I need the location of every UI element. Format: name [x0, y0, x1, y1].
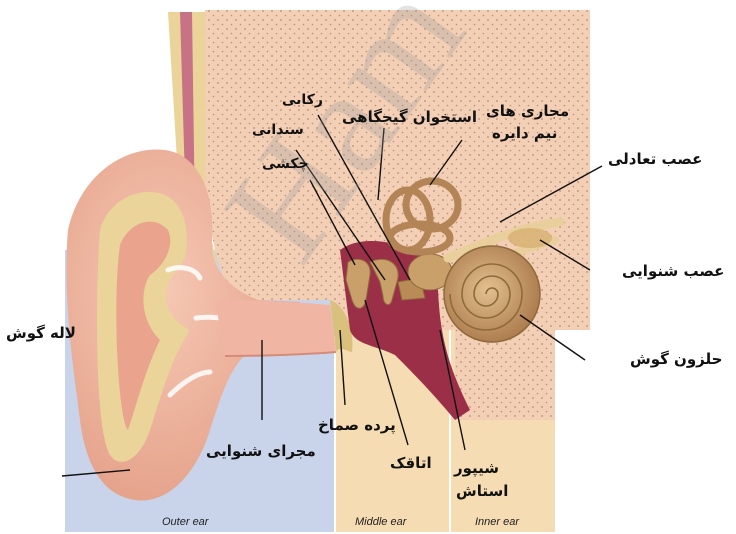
pinna-label: لاله گوش — [6, 324, 76, 342]
cochlea — [444, 246, 540, 342]
anvil-label: سندانی — [252, 122, 304, 138]
eardrum-label: پرده صماخ — [318, 416, 396, 435]
eustachian-label-line2: استاش — [456, 482, 508, 500]
ear-canal-label: مجرای شنوایی — [206, 442, 316, 460]
inner-ear-caption: Inner ear — [475, 516, 520, 528]
cochlea-label: حلزون گوش — [630, 350, 722, 368]
semicircular-label-line2: نیم دایره — [492, 124, 557, 142]
temporal-bone-label: استخوان گیجگاهی — [342, 108, 477, 126]
chamber-label: اتاقک — [390, 454, 432, 472]
hammer-label: چکشی — [262, 156, 309, 172]
outer-ear-caption: Outer ear — [162, 516, 210, 528]
middle-ear-caption: Middle ear — [355, 516, 408, 528]
semicircular-label-line1: مجاری های — [486, 102, 569, 120]
ear-canal — [215, 300, 336, 356]
auditory-nerve-label: عصب شنوایی — [622, 262, 724, 280]
eustachian-label-line1: شیپور — [453, 459, 499, 478]
stirrup-label: رکابی — [282, 92, 323, 108]
vestibular-nerve-label: عصب تعادلی — [608, 150, 702, 168]
